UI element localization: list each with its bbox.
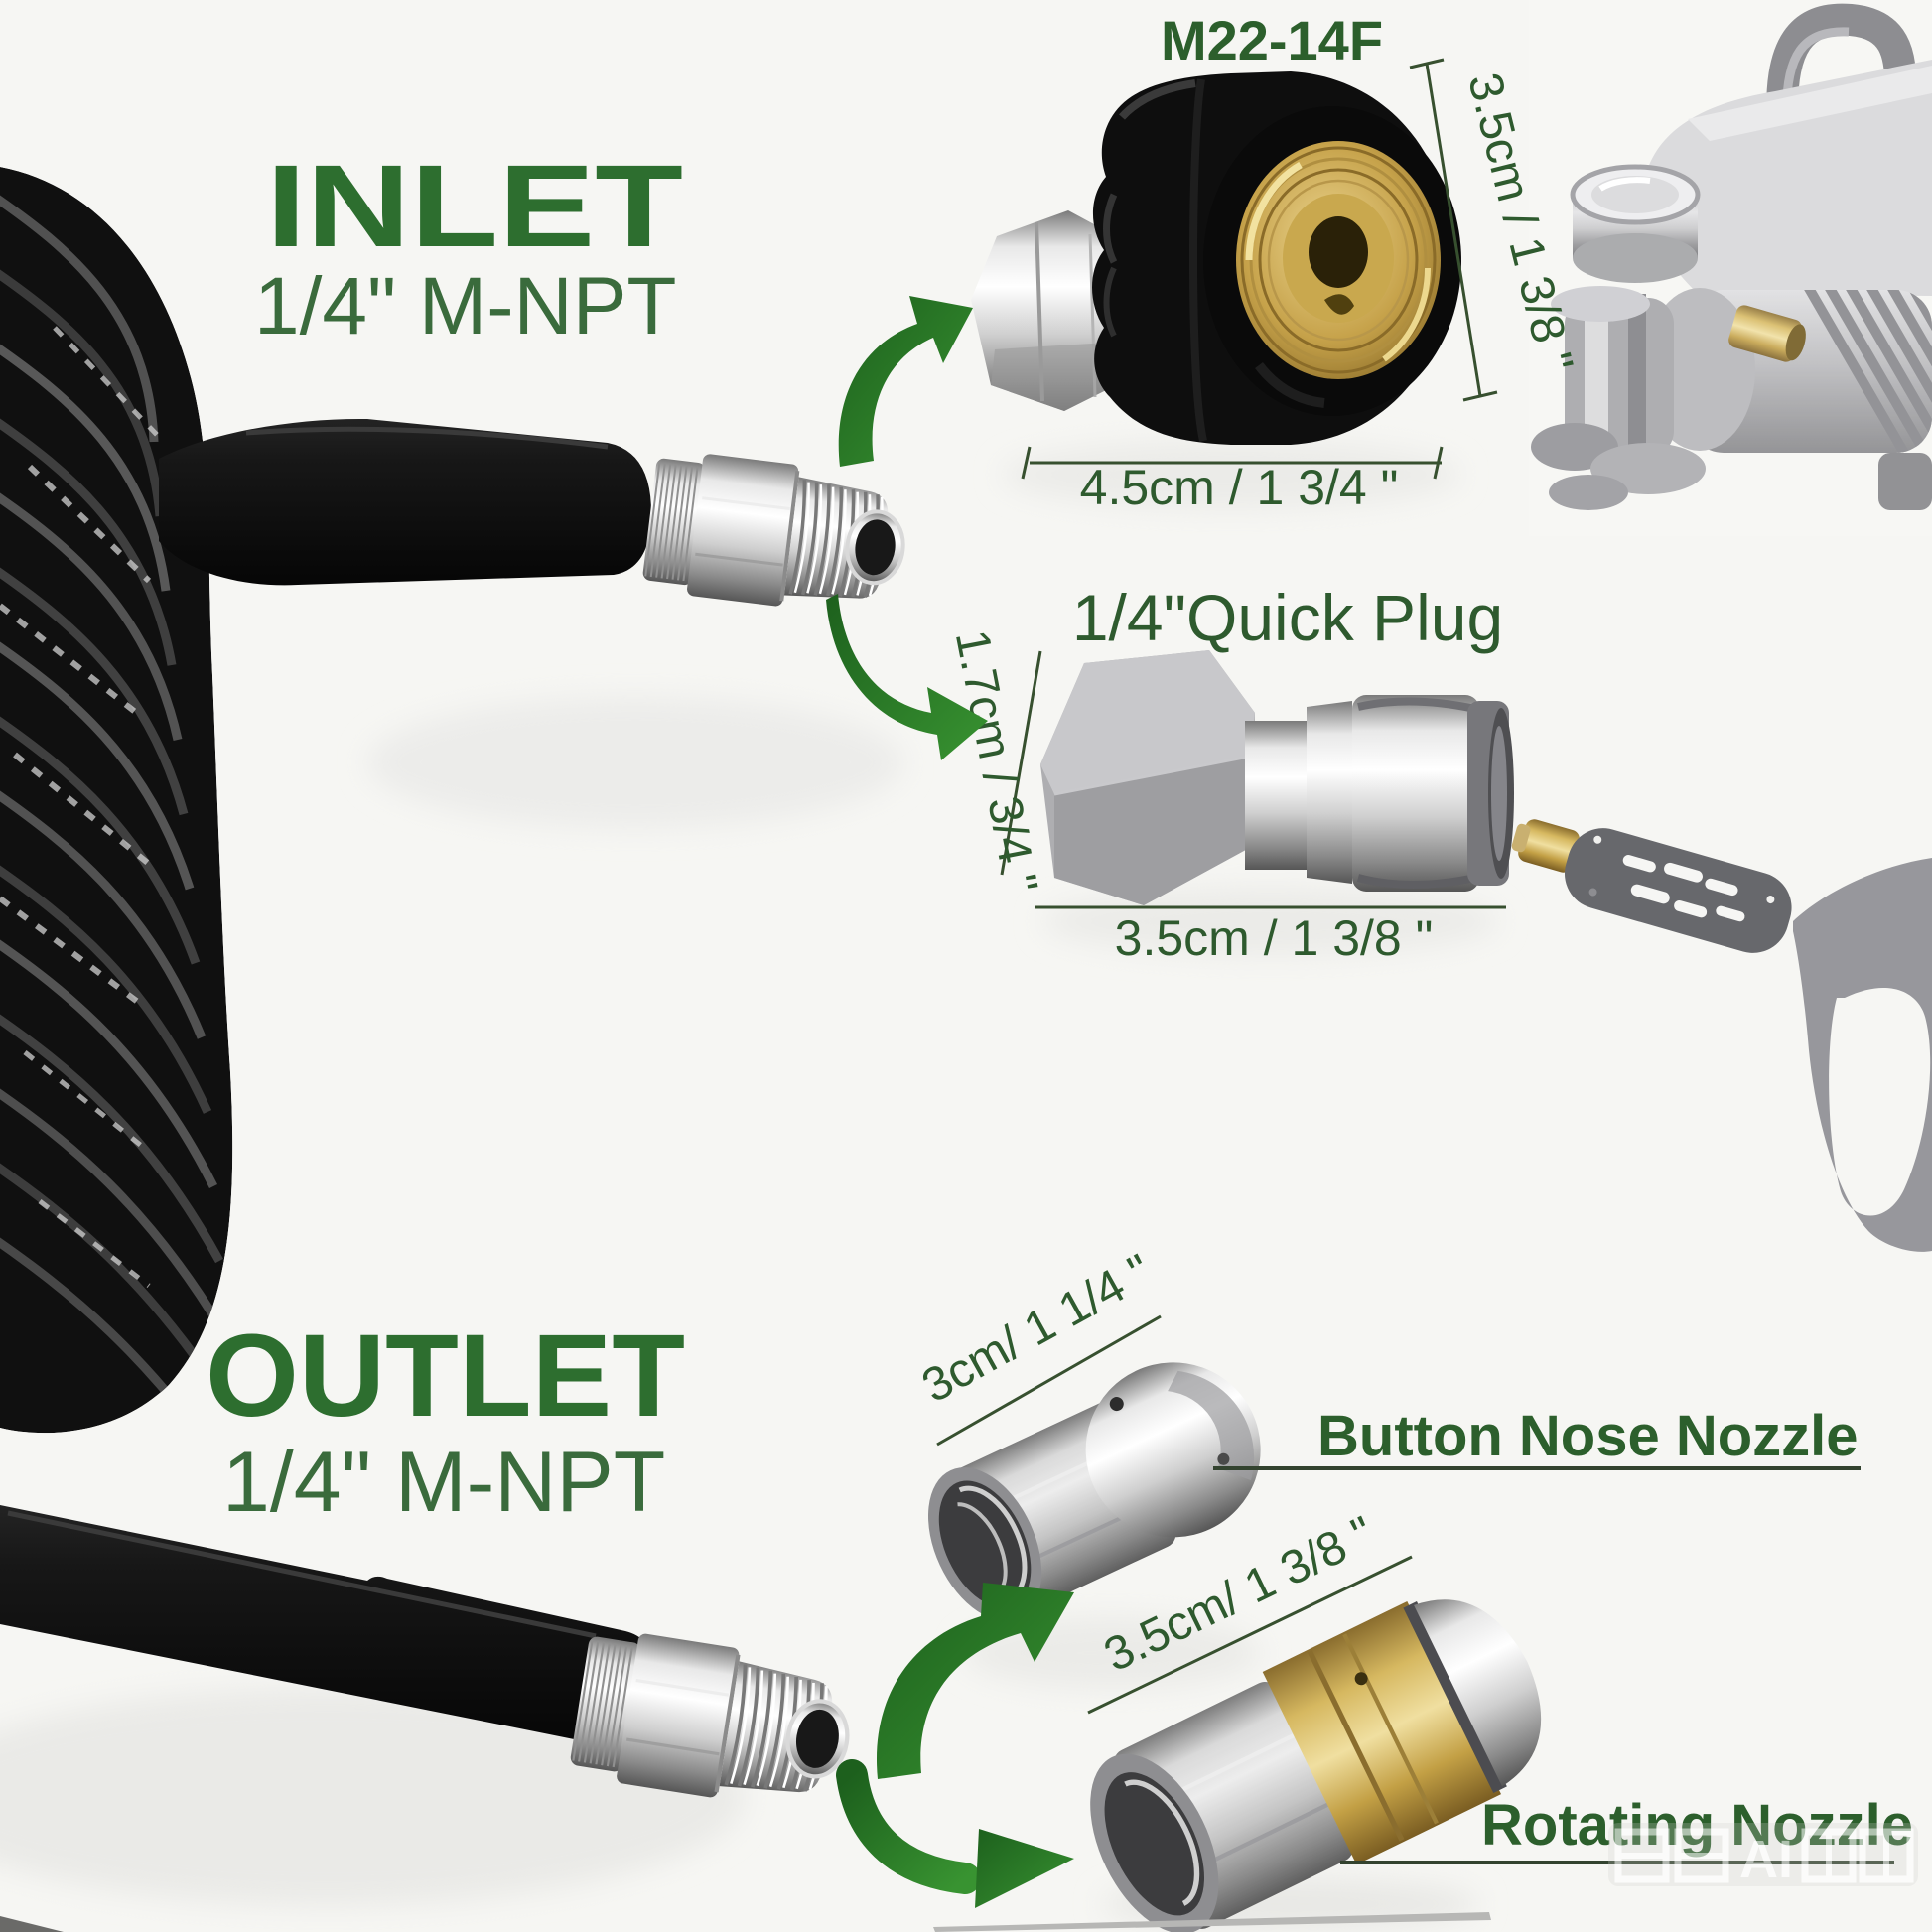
svg-text:AI: AI [1739,1830,1793,1889]
svg-text:1/4" M-NPT: 1/4" M-NPT [222,1435,665,1530]
svg-text:M22-14F: M22-14F [1161,9,1383,71]
svg-text:3.5cm / 1 3/8 ": 3.5cm / 1 3/8 " [1115,910,1434,966]
svg-text:4.5cm / 1 3/4 ": 4.5cm / 1 3/4 " [1080,460,1399,515]
svg-text:INLET: INLET [266,141,683,272]
svg-text:OUTLET: OUTLET [206,1311,685,1442]
svg-text:Button Nose Nozzle: Button Nose Nozzle [1317,1404,1859,1468]
svg-text:1/4" M-NPT: 1/4" M-NPT [254,261,677,351]
svg-text:Rotating Nozzle: Rotating Nozzle [1481,1793,1913,1858]
svg-text:1/4"Quick Plug: 1/4"Quick Plug [1072,581,1503,654]
